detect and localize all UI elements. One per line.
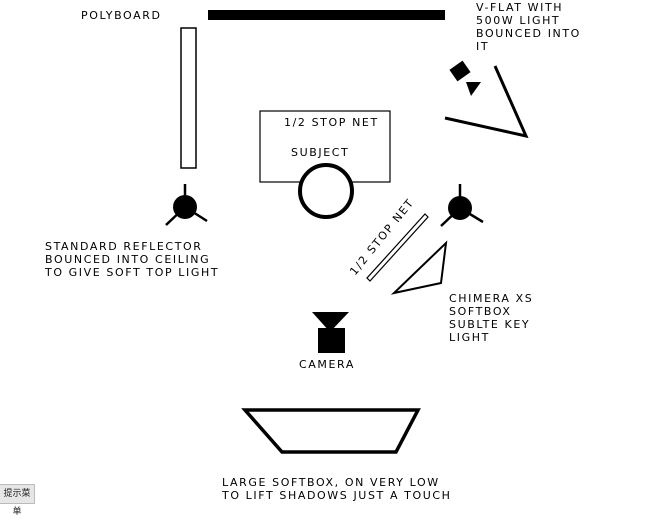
- vflat-label-line: BOUNCED INTO: [476, 27, 581, 40]
- chimera-softbox: [390, 240, 448, 295]
- top-net-label: 1/2 STOP NET: [284, 116, 379, 129]
- hint-menu-tab[interactable]: 提示菜单: [0, 484, 35, 517]
- reflector-label: STANDARD REFLECTOR BOUNCED INTO CEILING …: [45, 240, 219, 279]
- reflector-stand-icon: [165, 184, 208, 226]
- camera-label: CAMERA: [299, 358, 355, 371]
- chimera-label-line: LIGHT: [449, 331, 490, 344]
- large-softbox-label-line: TO LIFT SHADOWS JUST A TOUCH: [222, 489, 452, 502]
- left-flat: [180, 27, 197, 169]
- vflat-label-line: V-FLAT WITH: [476, 1, 564, 14]
- vflat-label: V-FLAT WITH 500W LIGHT BOUNCED INTO IT: [476, 1, 581, 53]
- large-softbox-label-line: LARGE SOFTBOX, ON VERY LOW: [222, 476, 440, 489]
- subject-circle: [298, 163, 354, 219]
- polyboard-label: POLYBOARD: [81, 9, 162, 22]
- large-softbox: [241, 408, 421, 454]
- reflector-label-line: TO GIVE SOFT TOP LIGHT: [45, 266, 220, 279]
- reflector-label-line: BOUNCED INTO CEILING: [45, 253, 211, 266]
- chimera-label-line: CHIMERA XS: [449, 292, 534, 305]
- camera-icon: [312, 312, 349, 353]
- chimera-label: CHIMERA XS SOFTBOX SUBLTE KEY LIGHT: [449, 292, 533, 344]
- subject-label: SUBJECT: [291, 146, 350, 159]
- large-softbox-label: LARGE SOFTBOX, ON VERY LOW TO LIFT SHADO…: [222, 476, 452, 502]
- vflat-label-line: IT: [476, 40, 490, 53]
- vflat-light-icon: [449, 60, 481, 96]
- chimera-stand-icon: [440, 184, 484, 227]
- polyboard-bar: [208, 10, 445, 20]
- chimera-label-line: SUBLTE KEY: [449, 318, 531, 331]
- vflat-label-line: 500W LIGHT: [476, 14, 561, 27]
- reflector-label-line: STANDARD REFLECTOR: [45, 240, 203, 253]
- lighting-diagram: 1/2 STOP NET: [165, 10, 529, 454]
- v-flat: [444, 65, 529, 139]
- chimera-label-line: SOFTBOX: [449, 305, 512, 318]
- diagonal-net: [366, 213, 429, 282]
